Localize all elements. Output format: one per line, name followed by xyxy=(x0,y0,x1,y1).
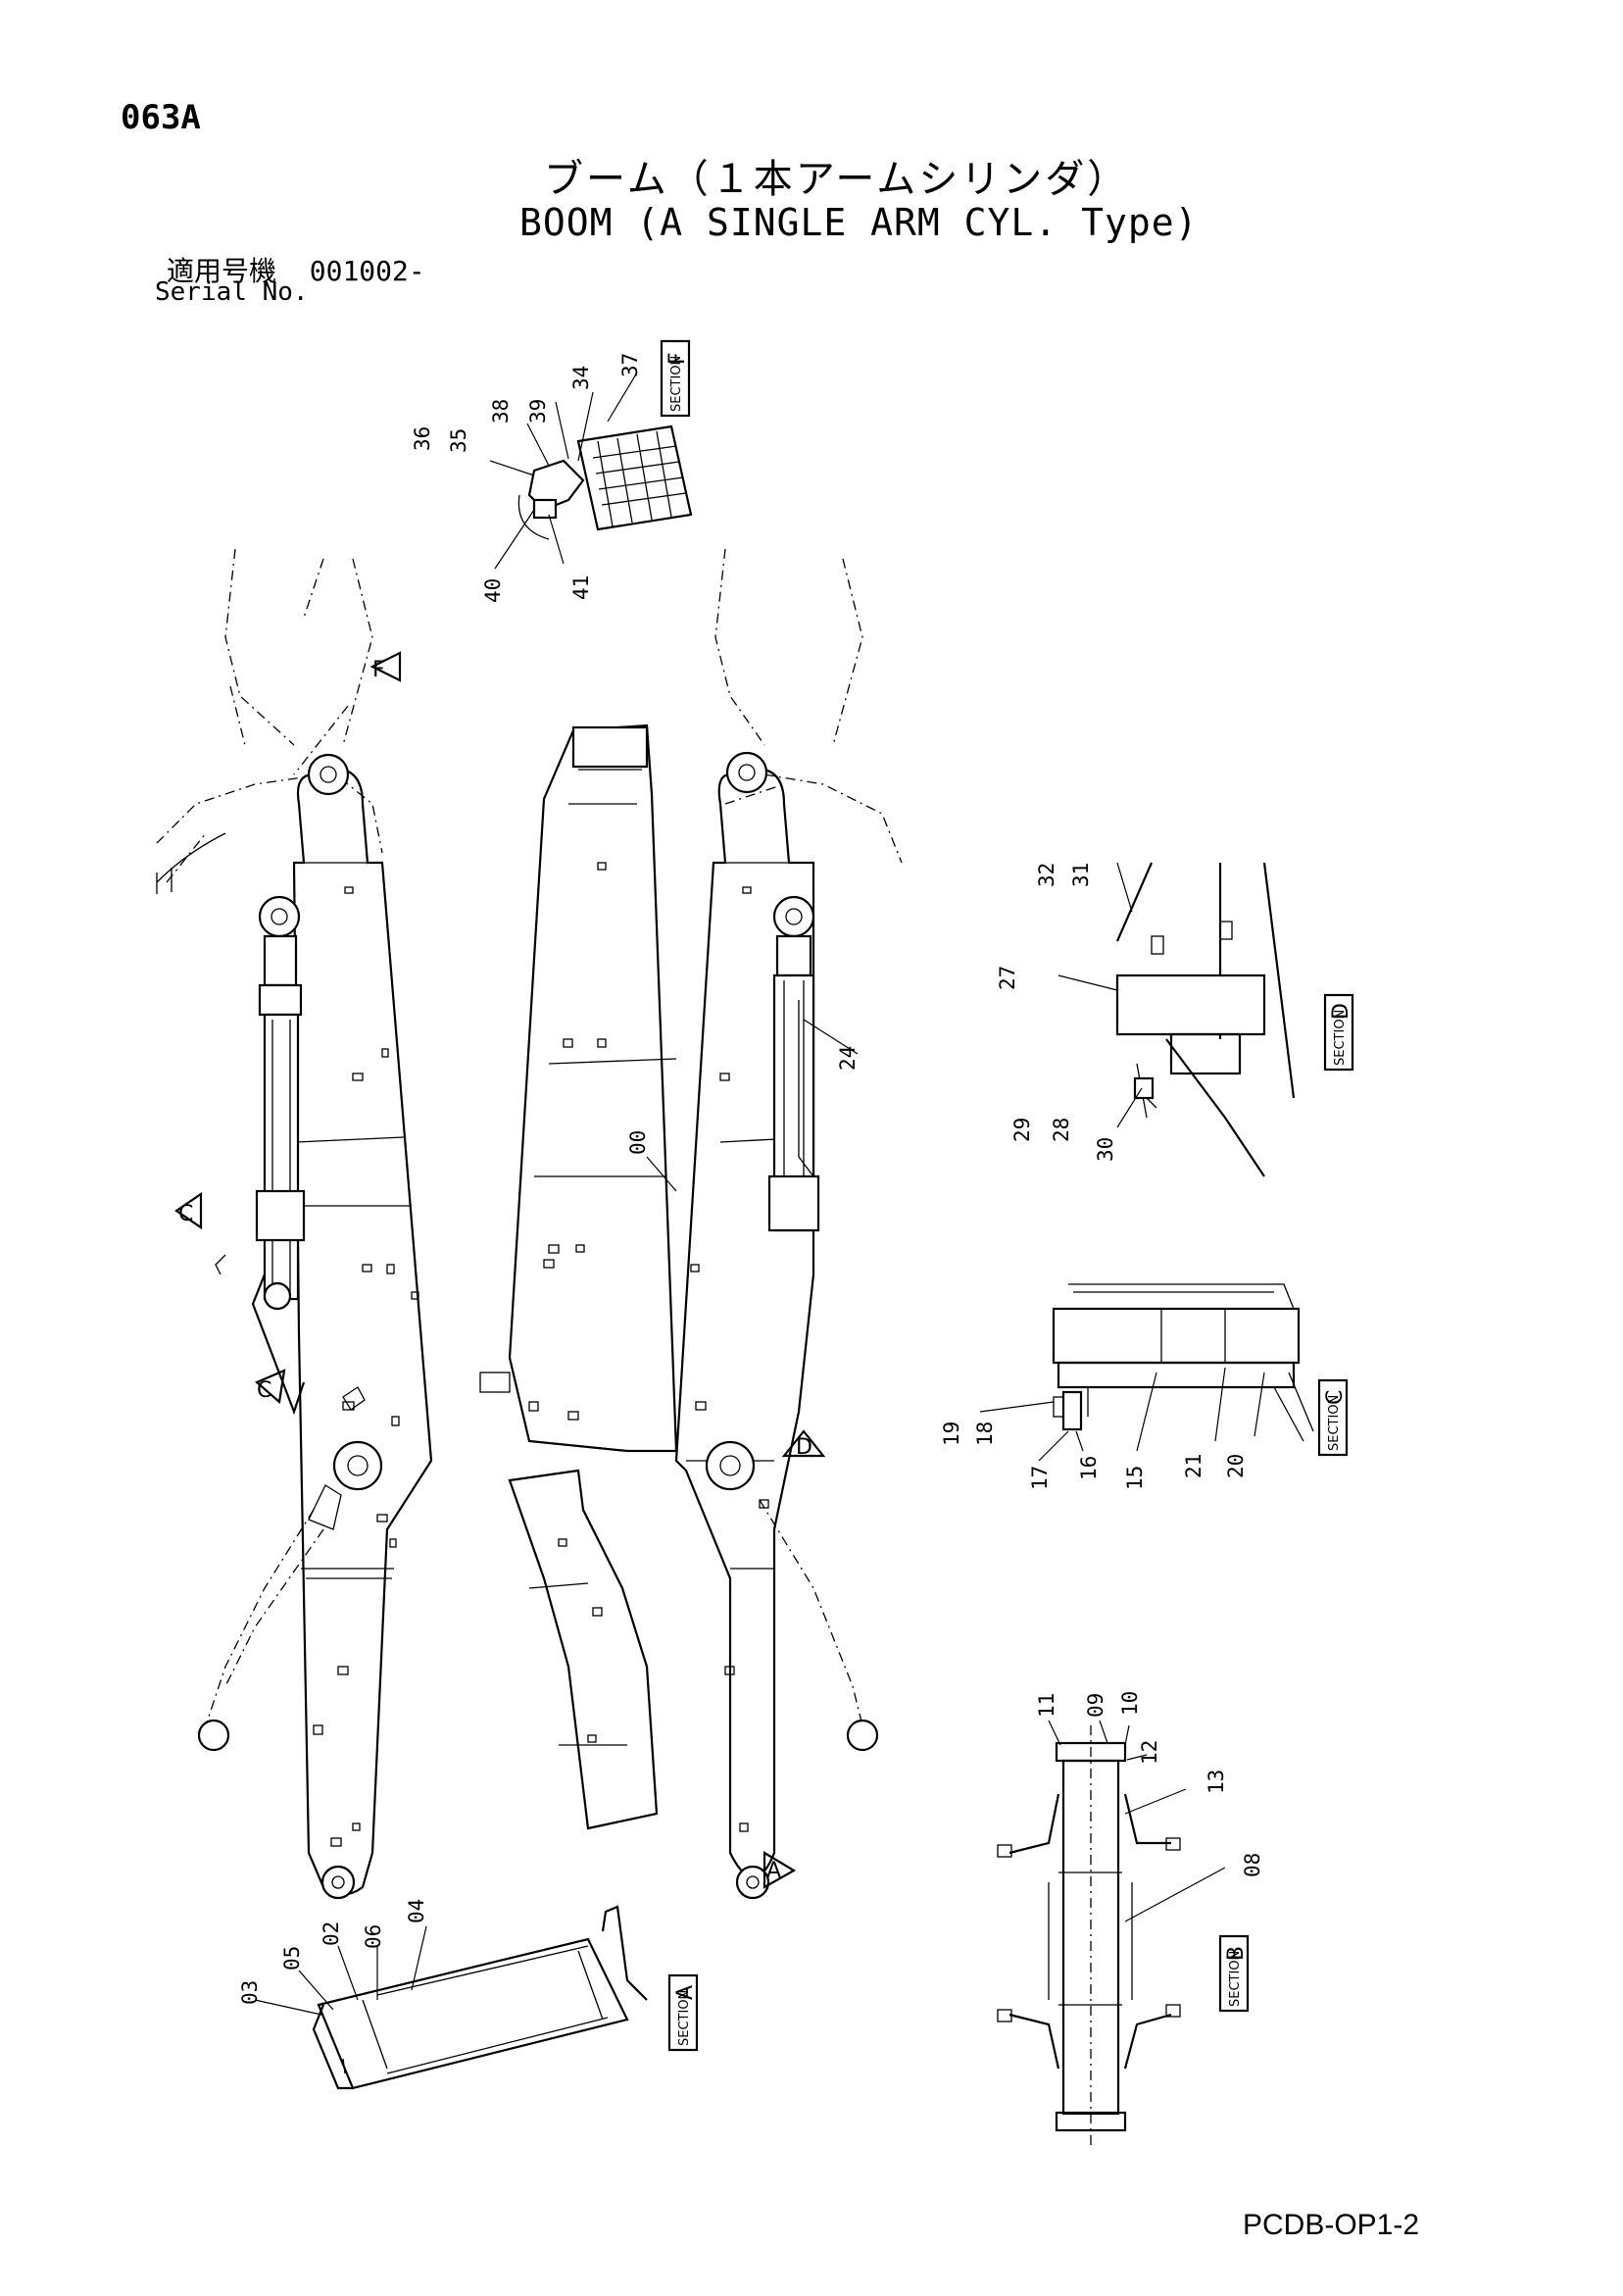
section-c-detail: 19 18 17 16 15 21 20 SECTION C xyxy=(940,1283,1349,1490)
serial-value: 001002- xyxy=(309,255,425,287)
section-b-tag-en: SECTION xyxy=(1228,1951,1243,2007)
section-d-callouts: 32 31 27 29 28 30 xyxy=(996,863,1143,1162)
page-code: 063A xyxy=(121,98,201,137)
view-marker-c2-label: C xyxy=(257,1378,271,1403)
section-c-letter: C xyxy=(1323,1390,1348,1405)
part-number-00: 00 xyxy=(626,1130,650,1155)
part-number-30: 30 xyxy=(1094,1137,1117,1162)
section-d-tag: SECTION D xyxy=(1323,993,1354,1072)
part-number-12: 12 xyxy=(1138,1740,1161,1765)
part-number-24: 24 xyxy=(836,1046,860,1071)
document-code: PCDB-OP1-2 xyxy=(1243,2209,1420,2241)
boom-left-view xyxy=(156,548,433,1900)
part-number-19: 19 xyxy=(940,1422,963,1446)
title-english: BOOM (A SINGLE ARM CYL. Type) xyxy=(519,201,1199,244)
part-number-16: 16 xyxy=(1077,1456,1101,1480)
main-callouts: 24 00 xyxy=(626,1019,860,1192)
section-a-detail: 03 05 02 06 04 SECTION A xyxy=(238,1899,699,2090)
part-number-38: 38 xyxy=(489,399,513,424)
section-b-callouts: 11 09 10 12 13 08 xyxy=(1035,1691,1264,1922)
part-number-21: 21 xyxy=(1182,1454,1205,1478)
part-number-02: 02 xyxy=(320,1922,343,1946)
section-d-tag-en: SECTION xyxy=(1333,1010,1348,1066)
part-number-05: 05 xyxy=(280,1946,304,1971)
section-d-letter: D xyxy=(1329,1003,1353,1020)
part-number-32: 32 xyxy=(1035,863,1058,887)
section-c-callouts: 19 18 17 16 15 21 20 xyxy=(940,1367,1265,1490)
part-number-34: 34 xyxy=(569,366,593,390)
serial-label-japanese: 適用号機 xyxy=(167,255,277,287)
part-number-17: 17 xyxy=(1028,1466,1052,1490)
part-number-41: 41 xyxy=(569,575,593,600)
view-marker-d-label: D xyxy=(796,1435,812,1460)
part-number-11: 11 xyxy=(1035,1693,1058,1718)
section-f-tag-en: SECTION xyxy=(669,356,684,412)
section-a-tag-en: SECTION xyxy=(677,1990,692,2046)
section-f-callouts: 36 35 38 39 34 37 40 41 xyxy=(411,353,642,603)
part-number-40: 40 xyxy=(481,578,505,603)
section-b-letter: B xyxy=(1224,1946,1249,1961)
part-number-20: 20 xyxy=(1224,1454,1248,1478)
view-marker-c-label: C xyxy=(178,1202,193,1226)
serial-label-english: Serial No. xyxy=(155,277,309,307)
part-number-27: 27 xyxy=(996,966,1019,990)
view-marker-a-label: A xyxy=(766,1859,781,1883)
section-f-detail: 36 35 38 39 34 37 40 41 SECTION F xyxy=(411,339,693,603)
part-number-39: 39 xyxy=(526,399,550,424)
section-a-letter: A xyxy=(673,1985,698,2000)
part-number-09: 09 xyxy=(1084,1693,1107,1718)
view-marker-f-label: F xyxy=(372,658,385,682)
part-number-18: 18 xyxy=(973,1422,997,1446)
boom-center-view xyxy=(479,724,678,1830)
part-number-13: 13 xyxy=(1205,1770,1228,1794)
part-number-28: 28 xyxy=(1050,1118,1073,1142)
section-a-tag: SECTION A xyxy=(667,1973,699,2052)
part-number-29: 29 xyxy=(1010,1118,1034,1142)
part-number-36: 36 xyxy=(411,426,434,451)
section-b-detail: 11 09 10 12 13 08 SECTION B xyxy=(997,1691,1264,2147)
boom-right-view xyxy=(674,548,903,1900)
part-number-03: 03 xyxy=(238,1980,262,2005)
part-number-04: 04 xyxy=(405,1899,428,1923)
part-number-37: 37 xyxy=(618,353,642,377)
part-number-08: 08 xyxy=(1241,1853,1264,1877)
serial-line-japanese: 適用号機 001002- xyxy=(167,250,425,289)
section-c-tag: SECTION C xyxy=(1317,1378,1349,1457)
part-number-31: 31 xyxy=(1069,863,1093,887)
section-f-tag: SECTION F xyxy=(660,339,691,418)
view-markers: F C C D A xyxy=(174,651,826,1889)
section-b-tag: SECTION B xyxy=(1218,1934,1250,2013)
part-number-10: 10 xyxy=(1118,1691,1142,1716)
part-number-35: 35 xyxy=(447,428,470,453)
part-number-15: 15 xyxy=(1123,1466,1147,1490)
section-a-callouts: 03 05 02 06 04 xyxy=(238,1899,428,2016)
title-japanese: ブーム（１本アームシリンダ） xyxy=(544,157,1130,202)
section-d-detail: 32 31 27 29 28 30 SECTION D xyxy=(996,862,1354,1177)
section-f-letter: F xyxy=(665,352,690,365)
part-number-06: 06 xyxy=(362,1924,385,1949)
section-c-tag-en: SECTION xyxy=(1327,1395,1342,1451)
